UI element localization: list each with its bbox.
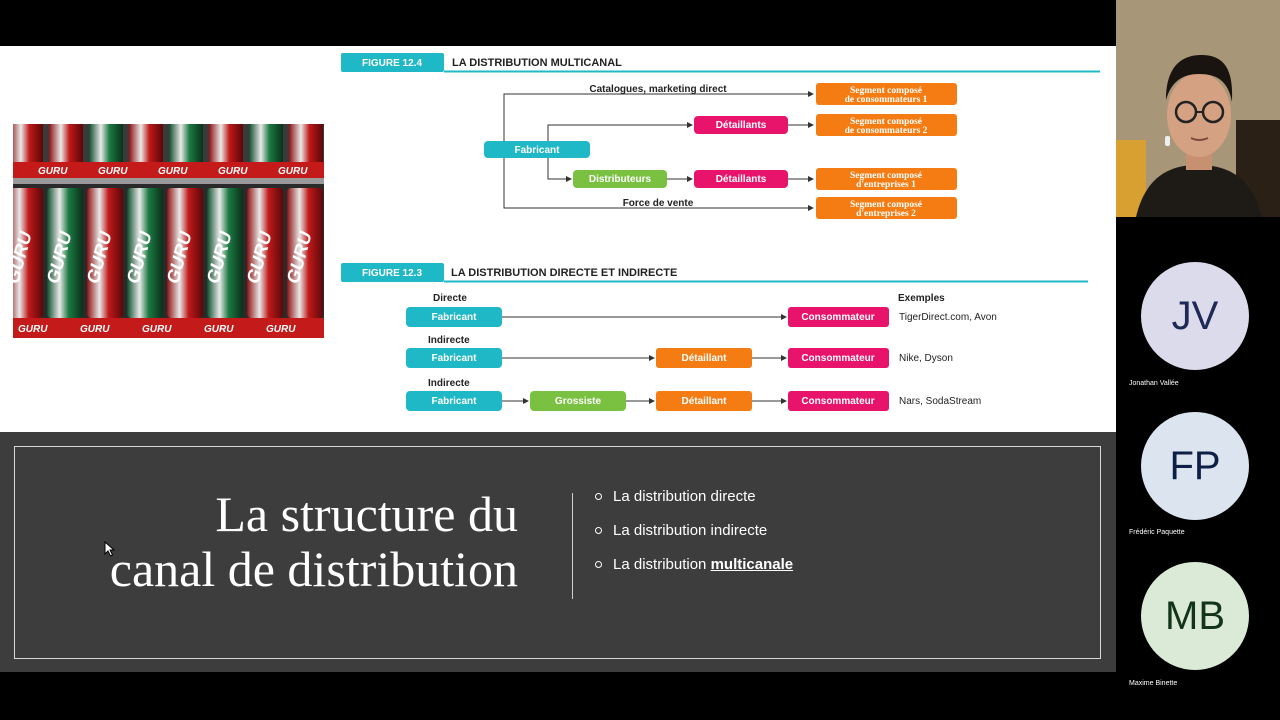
row3-fabricant [406,391,502,411]
figure-12-4-title: LA DISTRIBUTION MULTICANAL [452,57,622,69]
bullet-multicanale: La distribution multicanale [595,553,793,587]
svg-text:GURU: GURU [218,166,248,177]
svg-text:de consommateurs 1: de consommateurs 1 [845,95,928,105]
avatar: FP [1141,412,1249,520]
svg-text:d'entreprises 1: d'entreprises 1 [856,180,916,190]
slide-title: La structure du canal de distribution [109,486,518,597]
bullet-directe: La distribution directe [595,485,793,519]
svg-text:d'entreprises 2: d'entreprises 2 [856,209,916,219]
row2-detaillant [656,348,752,368]
svg-text:Segment composé: Segment composé [850,171,922,181]
fabricant-box [484,141,590,158]
presenter-video-feed [1116,0,1280,217]
svg-text:GURU: GURU [80,324,110,335]
svg-text:Directe: Directe [433,293,467,304]
svg-text:Détaillants: Détaillants [716,174,767,185]
figure-12-3-badge [341,263,444,282]
row3-consommateur [788,391,889,411]
row1-example: TigerDirect.com, Avon [899,312,997,323]
bullet-icon [595,527,602,534]
bullet-icon [595,561,602,568]
svg-text:Fabricant: Fabricant [431,353,477,364]
segment-entreprises-1 [816,168,957,190]
catalogues-label: Catalogues, marketing direct [589,84,727,95]
segment-consommateurs-2 [816,114,957,136]
row1-consommateur [788,307,889,327]
svg-text:Consommateur: Consommateur [801,353,874,364]
svg-text:Détaillant: Détaillant [681,396,727,407]
figure-12-3: FIGURE 12.3 LA DISTRIBUTION DIRECTE ET I… [341,263,1088,411]
guru-cans-photo: GURU GURU GURU GURU GURU GURU GURU GURU GURU GUR… [13,124,324,338]
presenter-video[interactable] [1116,0,1280,217]
presentation-slide: GURU GURU GURU GURU GURU GURU GURU GURU GURU GUR… [0,46,1116,672]
bullet-list: La distribution directe La distribution … [595,485,793,587]
distribution-diagrams: FIGURE 12.4 LA DISTRIBUTION MULTICANAL C… [341,53,1100,411]
figure-12-4: FIGURE 12.4 LA DISTRIBUTION MULTICANAL C… [341,53,1100,219]
svg-text:GURU: GURU [38,166,68,177]
svg-text:Détaillants: Détaillants [716,120,767,131]
participant-name: Jonathan Vallée [1129,380,1179,387]
svg-text:Distributeurs: Distributeurs [589,174,652,185]
row2-consommateur [788,348,889,368]
distributeurs-box [573,170,667,188]
svg-text:GURU: GURU [278,166,308,177]
row2-example: Nike, Dyson [899,353,953,364]
figure-12-3-title: LA DISTRIBUTION DIRECTE ET INDIRECTE [451,267,677,279]
detaillants-box-2 [694,170,788,188]
svg-text:Fabricant: Fabricant [431,312,477,323]
exemples-header: Exemples [898,293,945,304]
figure-12-3-number: FIGURE 12.3 [362,268,422,279]
svg-text:Consommateur: Consommateur [801,312,874,323]
participant-name: Maxime Binette [1129,680,1178,687]
svg-text:GURU: GURU [142,324,172,335]
row1-fabricant [406,307,502,327]
svg-text:Segment composé: Segment composé [850,117,922,127]
avatar: MB [1141,562,1249,670]
participant-tile-3[interactable]: MB Maxime Binette [1116,562,1280,712]
participants-panel: JV Jonathan Vallée FP Frédéric Paquette … [1116,0,1280,720]
slide-title-section: La structure du canal de distribution La… [0,432,1116,672]
participant-tile-1[interactable]: JV Jonathan Vallée [1116,262,1280,412]
svg-text:GURU: GURU [18,324,48,335]
figure-12-4-badge [341,53,444,72]
slide-figures-area: GURU GURU GURU GURU GURU GURU GURU GURU GURU GUR… [0,46,1116,432]
row3-detaillant [656,391,752,411]
svg-text:GURU: GURU [98,166,128,177]
svg-text:Fabricant: Fabricant [431,396,477,407]
detaillants-box-1 [694,116,788,134]
svg-text:Segment composé: Segment composé [850,86,922,96]
svg-text:Fabricant: Fabricant [514,145,560,156]
row3-grossiste [530,391,626,411]
bullet-indirecte: La distribution indirecte [595,519,793,553]
title-divider [572,493,573,599]
svg-text:GURU: GURU [158,166,188,177]
figure-12-4-number: FIGURE 12.4 [362,58,422,69]
svg-text:Grossiste: Grossiste [555,396,602,407]
segment-consommateurs-1 [816,83,957,105]
mouse-cursor-icon [104,541,116,557]
svg-text:de consommateurs 2: de consommateurs 2 [845,126,928,136]
svg-text:GURU: GURU [204,324,234,335]
bullet-icon [595,493,602,500]
avatar: JV [1141,262,1249,370]
svg-text:Segment composé: Segment composé [850,200,922,210]
svg-text:Consommateur: Consommateur [801,396,874,407]
row3-example: Nars, SodaStream [899,396,981,407]
svg-text:Indirecte: Indirecte [428,335,470,346]
title-frame: La structure du canal de distribution La… [14,446,1101,659]
guru-cans-image: GURU GURU GURU GURU GURU GURU GURU GURU GURU GUR… [13,124,324,338]
row2-fabricant [406,348,502,368]
segment-entreprises-2 [816,197,957,219]
force-de-vente-label: Force de vente [623,198,694,209]
svg-text:Indirecte: Indirecte [428,378,470,389]
svg-text:GURU: GURU [266,324,296,335]
participant-tile-2[interactable]: FP Frédéric Paquette [1116,412,1280,562]
participant-name: Frédéric Paquette [1129,529,1185,536]
svg-text:Détaillant: Détaillant [681,353,727,364]
